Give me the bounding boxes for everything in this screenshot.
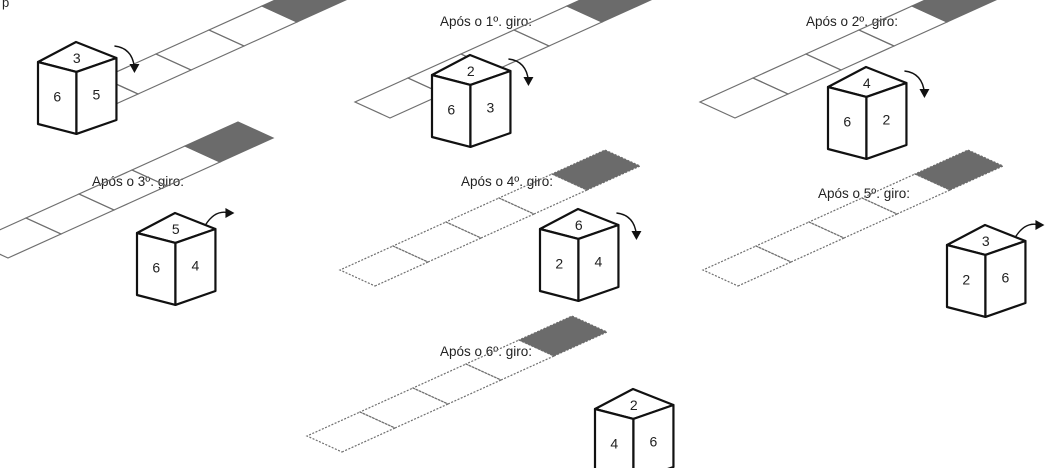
panel-roll-2: 4 6 2: [698, 0, 998, 160]
target-cell: [565, 0, 653, 23]
target-cell: [550, 149, 642, 191]
board-cell: [701, 245, 793, 287]
face-front-number: 6: [447, 102, 455, 118]
board-cell: [464, 339, 556, 381]
cube-side-face: [469, 69, 512, 148]
face-top-number: 2: [467, 63, 475, 79]
board-cell: [497, 173, 589, 215]
top-cut-text: p: [2, 0, 9, 10]
target-cell: [517, 315, 609, 357]
board-cell: [411, 363, 503, 405]
board-cell: [807, 197, 899, 239]
face-front-number: 6: [152, 260, 160, 276]
board-cell: [353, 77, 445, 119]
cube-side-face: [174, 227, 217, 306]
board-cell: [305, 411, 397, 453]
panel-roll-4: 6 2 4: [338, 149, 642, 302]
board-cell: [860, 173, 952, 215]
face-side-number: 6: [1002, 270, 1010, 286]
face-top-number: 3: [73, 50, 81, 66]
arrowhead-icon: [919, 89, 930, 98]
board-cell: [804, 29, 896, 71]
board-cell: [24, 193, 116, 235]
face-front-number: 6: [843, 114, 851, 130]
face-front-number: 4: [610, 436, 618, 452]
caption-roll-5: Após o 5º. giro:: [818, 186, 910, 201]
cube-side-face: [984, 239, 1027, 318]
board-cell: [358, 387, 450, 429]
face-top-number: 6: [575, 217, 583, 233]
face-side-number: 6: [650, 434, 658, 450]
arrowhead-icon: [631, 231, 642, 240]
face-front-number: 6: [53, 89, 61, 105]
target-cell: [260, 0, 348, 23]
face-top-number: 3: [982, 233, 990, 249]
target-cell: [913, 149, 1005, 191]
face-front-number: 2: [962, 272, 970, 288]
arrowhead-icon: [225, 208, 235, 218]
panel-roll-3: 5 6 4: [0, 121, 275, 306]
face-top-number: 5: [172, 221, 180, 237]
cube-front-face: [593, 407, 635, 468]
arrowhead-icon: [129, 64, 140, 73]
face-front-number: 2: [555, 256, 563, 272]
panel-roll-1: 2 6 3: [353, 0, 653, 148]
board-cell: [698, 77, 790, 119]
face-side-number: 2: [883, 112, 891, 128]
board-cell: [391, 221, 483, 263]
panel-roll-6: 2 4 6: [305, 315, 675, 468]
face-side-number: 5: [93, 87, 101, 103]
cube-side-face: [632, 403, 675, 468]
caption-roll-4: Após o 4º. giro:: [461, 174, 553, 189]
board-cell: [444, 197, 536, 239]
face-side-number: 4: [192, 258, 200, 274]
board-cell: [154, 29, 246, 71]
cube-side-face: [577, 223, 620, 302]
panel-initial: 3 6 5: [36, 0, 348, 135]
face-side-number: 3: [487, 100, 495, 116]
arrowhead-icon: [1035, 220, 1045, 230]
cube-side-face: [75, 56, 118, 135]
board-cell: [0, 217, 63, 259]
caption-roll-1: Após o 1º. giro:: [440, 14, 532, 29]
cube-side-face: [865, 81, 908, 160]
caption-roll-2: Após o 2º. giro:: [806, 14, 898, 29]
board-cell: [338, 245, 430, 287]
face-top-number: 2: [630, 397, 638, 413]
caption-roll-6: Após o 6º. giro:: [440, 344, 532, 359]
target-cell: [910, 0, 998, 23]
arrowhead-icon: [523, 77, 534, 86]
target-cell: [183, 121, 275, 163]
board-cell: [754, 221, 846, 263]
face-side-number: 4: [595, 254, 603, 270]
panel-roll-5: 3 2 6: [701, 149, 1045, 318]
face-top-number: 4: [863, 75, 871, 91]
